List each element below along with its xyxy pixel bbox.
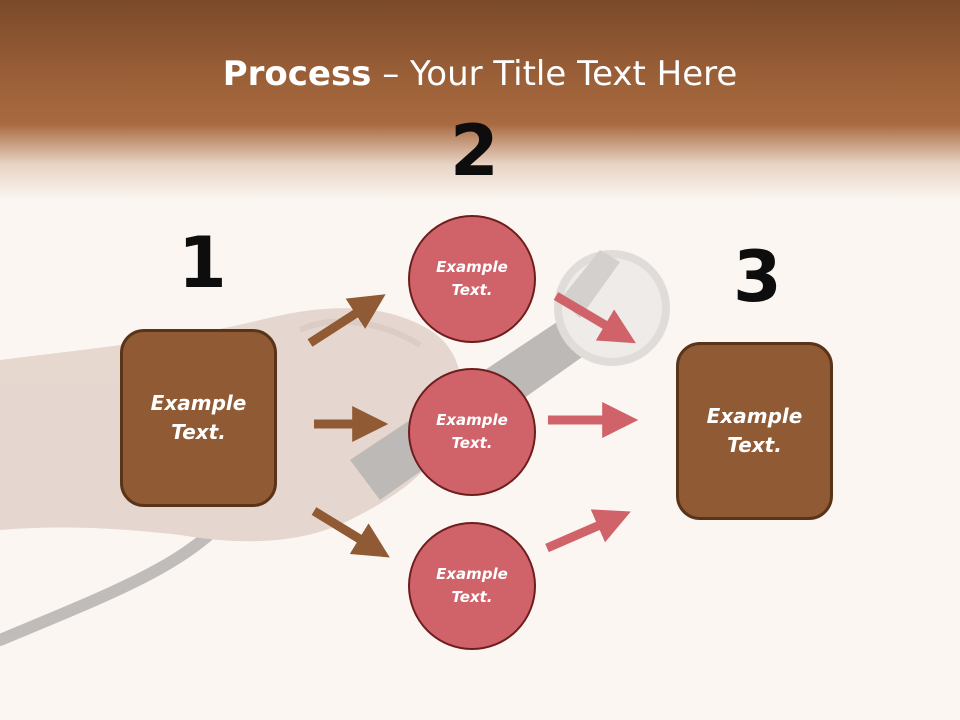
step-3-line1: Example xyxy=(706,404,803,428)
slide-title: Process – Your Title Text Here xyxy=(0,52,960,96)
step-2-circle-middle: Example Text. xyxy=(408,368,536,496)
arrow-1-to-top xyxy=(307,294,386,347)
step-1-line1: Example xyxy=(150,391,247,415)
arrow-top-to-3 xyxy=(553,292,636,344)
header-band xyxy=(0,0,960,200)
circle-middle-line2: Text. xyxy=(451,434,493,452)
step-2-circle-top: Example Text. xyxy=(408,215,536,343)
title-rest: – Your Title Text Here xyxy=(371,54,738,94)
circle-bottom-line1: Example xyxy=(436,565,508,583)
circle-bottom-line2: Text. xyxy=(451,588,493,606)
arrow-bottom-to-3 xyxy=(545,509,631,553)
step-2-circle-bottom: Example Text. xyxy=(408,522,536,650)
step-number-1: 1 xyxy=(178,222,227,304)
circle-top-line1: Example xyxy=(436,258,508,276)
step-1-box: Example Text. xyxy=(120,329,277,507)
circle-middle-line1: Example xyxy=(436,411,508,429)
step-3-line2: Text. xyxy=(727,433,782,457)
step-number-2: 2 xyxy=(450,110,499,192)
arrow-1-to-bottom xyxy=(311,507,390,558)
circle-top-line2: Text. xyxy=(451,281,493,299)
title-bold: Process xyxy=(222,54,372,94)
step-number-3: 3 xyxy=(733,236,782,318)
step-3-box: Example Text. xyxy=(676,342,833,520)
step-1-line2: Text. xyxy=(171,420,226,444)
